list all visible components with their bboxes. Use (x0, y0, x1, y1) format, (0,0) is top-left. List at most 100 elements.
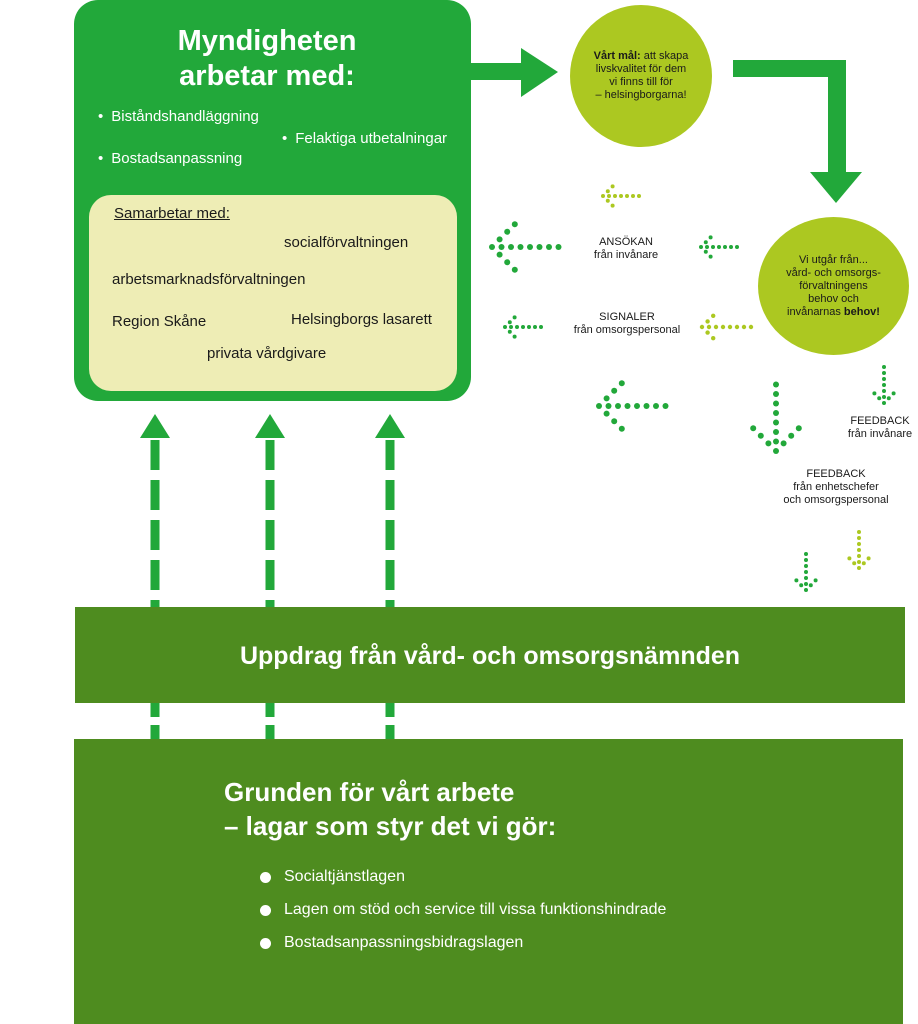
arrow-dot (705, 319, 710, 324)
foundation-box: Grunden för vårt arbete – lagar som styr… (74, 739, 903, 1024)
arrow-dot (611, 418, 618, 425)
arrow-dot (711, 336, 716, 341)
arrow-dot (788, 432, 795, 439)
arrow-dot (603, 410, 610, 417)
partner-item: Helsingborgs lasarett (291, 311, 432, 328)
arrow-dot (618, 425, 625, 432)
needs-circle: Vi utgår från... vård- och omsorgs- förv… (758, 217, 909, 355)
arrow-dot (536, 244, 543, 250)
arrow-dot (555, 244, 562, 250)
arrow-dot (603, 395, 610, 402)
arrow-dot (607, 194, 611, 198)
task-item: Bostadsanpassning (98, 150, 242, 167)
arrow-dot (773, 438, 779, 445)
arrow-dot (605, 403, 612, 409)
law-item: Bostadsanpassningsbidragslagen (260, 934, 523, 952)
arrow-dot (886, 396, 891, 401)
arrow-dot (634, 403, 640, 409)
arrow-dot (882, 377, 886, 381)
arrow-heads-up (140, 414, 405, 438)
partner-item: socialförvaltningen (284, 234, 409, 251)
arrow-dot (773, 400, 779, 407)
arrow-dot (503, 325, 507, 329)
collaboration-title: Samarbetar med: (114, 205, 230, 222)
task-item: Felaktiga utbetalningar (282, 130, 447, 147)
arrow-dot (735, 245, 739, 249)
arrow-dot (511, 266, 518, 273)
arrow-dot (624, 403, 631, 409)
arrow-dot (741, 324, 747, 330)
arrow-dot (748, 324, 754, 330)
arrow-dot (521, 325, 525, 329)
arrow-dot (637, 194, 641, 198)
collaboration-box: Samarbetar med: socialförvaltningen arbe… (89, 195, 457, 391)
arrow-dot (882, 383, 886, 387)
signals-label: SIGNALER från omsorgspersonal (573, 311, 681, 336)
authority-title: Myndigheten arbetar med: (177, 25, 357, 92)
arrow-dot (601, 194, 605, 198)
feedback-citizens-label: FEEDBACK från invånare (847, 415, 913, 440)
arrow-dot (720, 324, 726, 330)
arrow-dot (613, 194, 617, 198)
arrow-dot (662, 403, 669, 409)
partner-item: arbetsmarknadsförvaltningen (112, 271, 306, 288)
arrow-dot (610, 184, 615, 189)
arrow-dot (757, 432, 764, 439)
arrow-dot (705, 330, 710, 335)
arrow-dot (610, 203, 615, 208)
arrow-dot (496, 251, 503, 258)
partner-item: privata vårdgivare (207, 345, 327, 362)
arrow-dot (882, 371, 886, 375)
arrow-dot (504, 259, 511, 266)
arrow-dot (857, 554, 861, 558)
arrow-dot (708, 235, 713, 240)
arrow-dot (533, 325, 537, 329)
arrow-dot (509, 325, 513, 329)
arrow-dot (804, 558, 808, 562)
dashed-up-arrows (150, 440, 395, 739)
arrow-dot (866, 556, 871, 561)
arrow-dot (498, 244, 505, 250)
arrow-dot (773, 391, 779, 397)
arrow-dot (857, 542, 861, 546)
arrow-dot (847, 556, 852, 561)
arrow-dot (723, 245, 727, 249)
partner-item: Region Skåne (112, 313, 207, 330)
arrow-dot (515, 325, 519, 329)
arrow-dot (711, 313, 716, 318)
feedback-staff-label: FEEDBACK från enhetschefer och omsorgspe… (783, 468, 889, 506)
arrow-dot (517, 244, 524, 250)
arrow-dot (512, 334, 517, 339)
arrow-dot (765, 440, 772, 447)
arrow-dot (773, 448, 779, 454)
arrow-dot (512, 315, 517, 320)
bullet-icon (260, 938, 271, 949)
mandate-text: Uppdrag från vård- och omsorgsnämnden (239, 642, 741, 670)
arrow-dot (713, 324, 719, 330)
arrow-dot (507, 320, 512, 325)
arrow-dot (596, 403, 602, 409)
arrow-dot (882, 401, 886, 405)
arrow-dot (813, 578, 818, 583)
arrow-dot (857, 536, 861, 540)
arrow-dot (653, 403, 659, 409)
arrow-dot (605, 198, 610, 203)
arrow-dot (496, 236, 503, 243)
arrow-dot (703, 249, 708, 254)
law-item: Socialtjänstlagen (260, 868, 405, 886)
arrow-dot (872, 391, 877, 396)
arrow-dot (804, 564, 808, 568)
arrow-dot (773, 381, 779, 388)
task-item: Biståndshandläggning (98, 108, 259, 125)
arrow-dot (727, 324, 733, 330)
arrow-dot (857, 548, 861, 552)
law-item: Lagen om stöd och service till vissa fun… (260, 901, 666, 919)
arrow-dot (808, 583, 813, 588)
arrow-dot (631, 194, 635, 198)
arrow-dot (611, 387, 618, 394)
arrow-dot (795, 425, 802, 432)
arrow-dot (489, 244, 495, 250)
arrow-dot (711, 245, 715, 249)
